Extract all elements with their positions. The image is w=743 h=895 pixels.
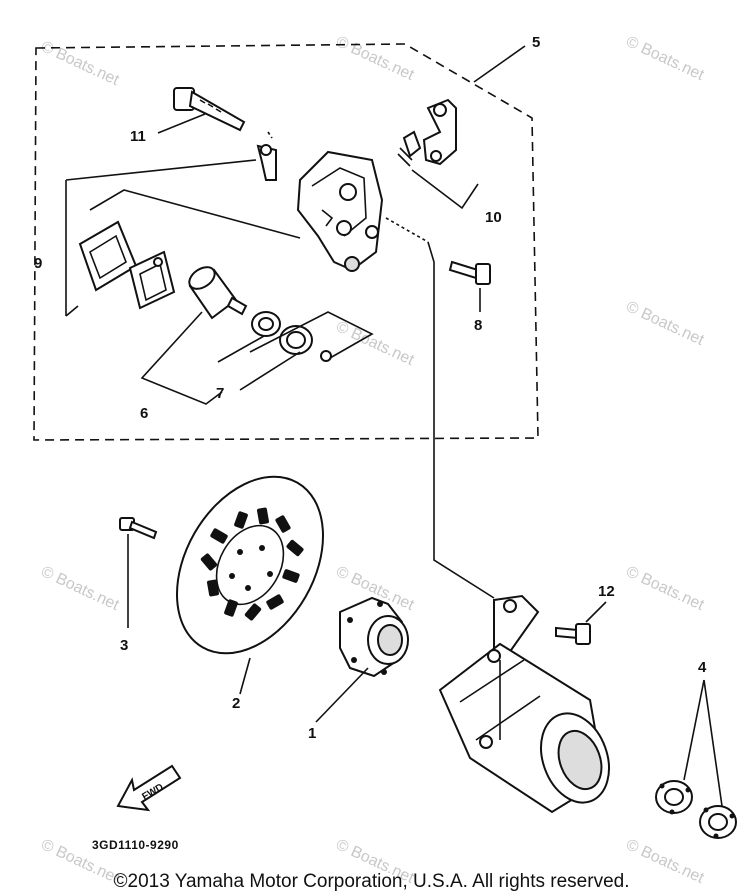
caliper-assembly-boundary [33,43,539,441]
forward-arrow-icon: FWD [116,764,182,812]
disc-bolt-part [119,517,158,540]
callout-8: 8 [474,317,482,334]
leader-line-9 [65,159,301,317]
starter-bolt-part [555,623,591,645]
callout-6: 6 [140,405,148,422]
piston-seal-part [251,311,281,337]
callout-4: 4 [698,659,707,676]
dust-seal-part [279,325,313,355]
pin-bolt-part [173,87,246,132]
part-code: 3GD1110-9290 [92,838,179,852]
callout-7: 7 [216,385,224,402]
leader-line-10 [411,169,479,210]
leader-line-5 [473,45,526,83]
callout-9: 9 [34,255,42,272]
callout-2: 2 [232,695,240,712]
watermark: © Boats.net [623,563,707,614]
callout-12: 12 [598,583,615,600]
lock-nut-part [655,780,693,815]
callout-11: 11 [130,128,146,145]
caliper-piston-part [188,266,248,320]
watermark: © Boats.net [333,318,417,369]
watermark: © Boats.net [333,33,417,84]
leader-line-11 [157,113,206,134]
callout-3: 3 [120,637,128,654]
brake-pad-part [78,220,138,292]
leader-line-7 [217,311,374,391]
lock-nut-part [699,805,737,839]
pad-clip-part [256,131,277,181]
callout-10: 10 [485,209,502,226]
hub-part [339,596,409,678]
o-ring-part [320,350,332,362]
caliper-bolt-part [448,260,491,285]
brake-disc-part [176,475,324,655]
watermark: © Boats.net [623,298,707,349]
caliper-body-part [296,150,429,272]
copyright-notice: ©2013 Yamaha Motor Corporation, U.S.A. A… [113,871,630,892]
assembly-guide-line [427,241,495,599]
leader-line-1 [315,667,369,723]
leader-line-4 [683,679,723,807]
brake-pad-part [128,250,176,310]
callout-1: 1 [308,725,316,742]
callout-5: 5 [532,34,540,51]
leader-line-12 [585,601,607,623]
leader-line-2 [239,657,251,695]
watermark: © Boats.net [623,33,707,84]
watermark: © Boats.net [38,563,122,614]
caliper-bracket-part [422,98,457,166]
bleed-screw-part [397,130,422,167]
starter-motor-part [438,594,610,814]
watermark: © Boats.net [38,38,122,89]
leader-line-6 [140,311,223,405]
